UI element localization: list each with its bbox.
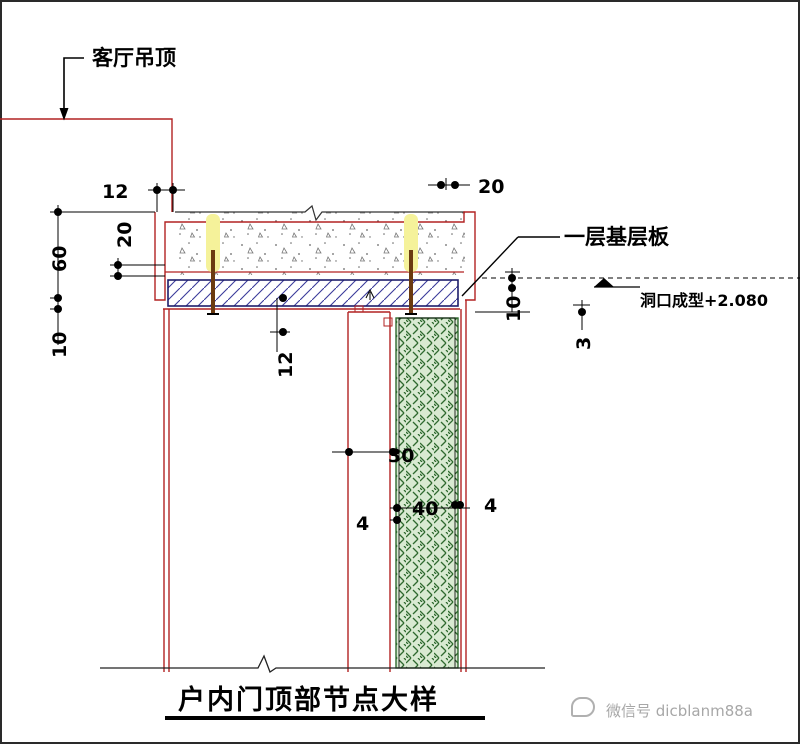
ceiling-line [0, 57, 173, 212]
anchor-bolts [206, 214, 418, 315]
door-panel [395, 317, 459, 669]
dim-40: 40 [412, 498, 438, 520]
dim-20-right: 20 [478, 176, 504, 198]
dim-4-right: 4 [484, 495, 497, 517]
dim-10-left: 10 [49, 332, 71, 358]
title-underline [165, 716, 485, 720]
dim-12-lower: 12 [275, 352, 297, 378]
dim-3: 3 [573, 337, 595, 350]
base-board-label: 一层基层板 [564, 225, 670, 249]
dim-10-right: 10 [503, 296, 525, 322]
watermark: 微信号 dicblanm88a [606, 702, 753, 720]
opening-elevation-label: 洞口成型+2.080 [640, 291, 768, 310]
base-layer-board [163, 279, 460, 313]
door-frame [163, 300, 467, 672]
dimension-lines [50, 178, 800, 521]
dim-20-left: 20 [114, 222, 136, 248]
dim-4-left: 4 [356, 513, 369, 535]
drawing-title: 户内门顶部节点大样 [178, 685, 439, 716]
dim-60: 60 [49, 246, 71, 272]
ceiling-label: 客厅吊顶 [92, 46, 176, 70]
break-line [100, 654, 545, 673]
dim-12-top: 12 [102, 181, 128, 203]
dim-30: 30 [388, 445, 414, 467]
dimension-dots [54, 181, 586, 524]
base-board-leader [461, 236, 560, 297]
elevation-marker [594, 278, 640, 288]
wechat-icon [571, 697, 595, 717]
